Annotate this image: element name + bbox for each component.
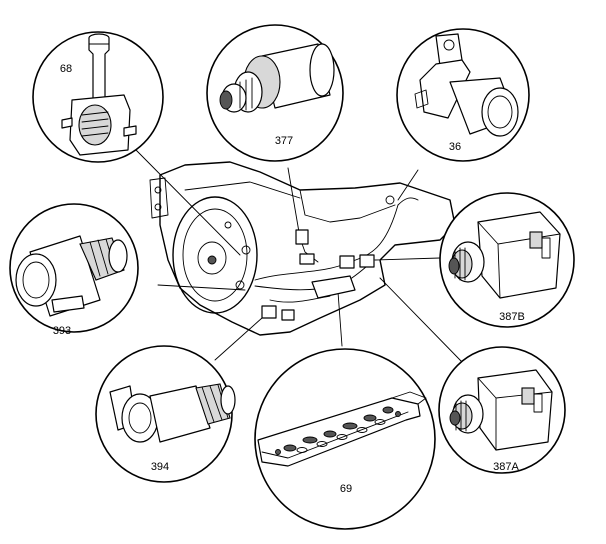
- callout-label-394: 394: [151, 461, 169, 473]
- leader-line-387b: [374, 257, 441, 261]
- leader-line-377: [287, 167, 301, 239]
- callout-label-69: 69: [340, 483, 352, 495]
- callout-69: 69: [254, 348, 436, 530]
- leader-line-394: [214, 317, 263, 361]
- solenoid-394-illustration: [109, 383, 236, 443]
- solenoid-393-illustration: [15, 235, 128, 317]
- solenoid-377-illustration: [219, 43, 335, 113]
- callout-387b: 387B: [439, 192, 575, 328]
- callout-393: 393: [9, 203, 139, 337]
- leader-lines: [135, 149, 463, 363]
- callout-label-68: 68: [60, 63, 72, 75]
- callout-394: 394: [95, 345, 236, 483]
- callout-label-36: 36: [449, 141, 461, 153]
- callout-label-393: 393: [53, 325, 71, 337]
- valve-body-69-illustration: [257, 391, 427, 467]
- callout-label-387b: 387B: [499, 311, 525, 323]
- leader-line-393: [157, 284, 246, 291]
- callout-377: 377: [206, 24, 344, 162]
- solenoid-387a-illustration: [449, 369, 553, 451]
- leader-line-387a: [379, 277, 463, 363]
- callout-label-377: 377: [275, 135, 293, 147]
- callout-36: 36: [396, 28, 530, 162]
- callout-387a: 387A: [438, 346, 566, 474]
- leader-line-68: [135, 149, 241, 256]
- callout-68: 68: [32, 31, 164, 163]
- transmission-housing: [149, 161, 456, 336]
- callout-label-387a: 387A: [493, 461, 519, 473]
- sensor-36-illustration: [414, 33, 519, 137]
- solenoid-68-illustration: [61, 33, 137, 156]
- leader-line-69: [337, 291, 343, 347]
- solenoid-387b-illustration: [448, 211, 561, 299]
